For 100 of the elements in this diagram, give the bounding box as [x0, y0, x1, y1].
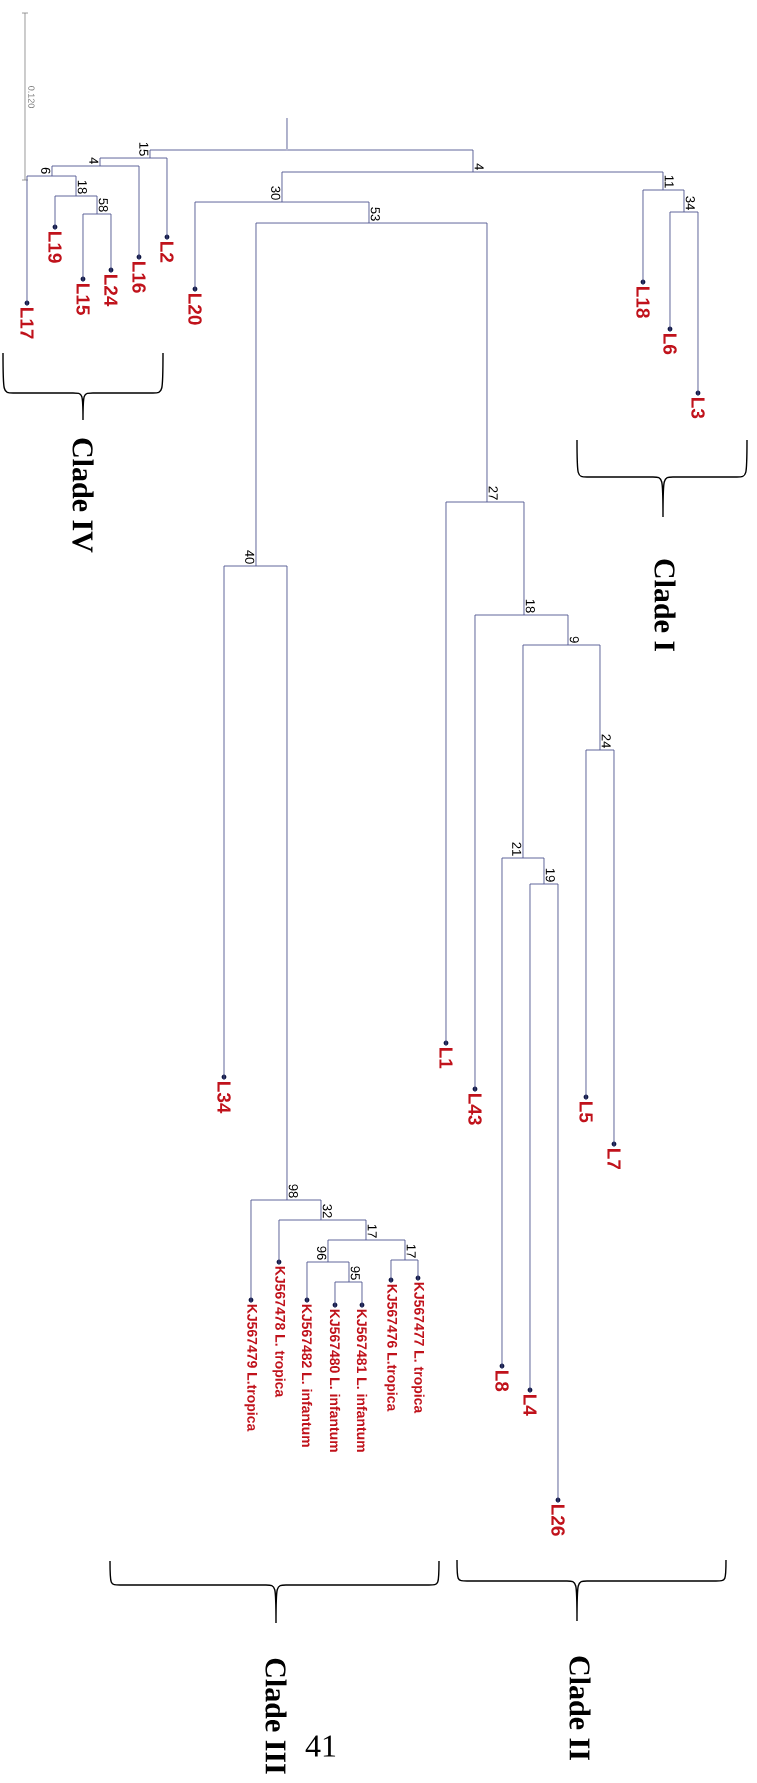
- taxon-label: KJ567478 L. tropica: [272, 1266, 286, 1398]
- branch: [96, 213, 112, 273]
- bootstrap-value: 6: [41, 167, 51, 174]
- branch: [327, 1261, 350, 1283]
- page-number: 41: [305, 1735, 336, 1757]
- bootstrap-value: 34: [685, 196, 695, 210]
- bootstrap-value: 11: [664, 175, 674, 188]
- clade-label: Clade II: [569, 1656, 591, 1760]
- bootstrap-value: 17: [367, 1224, 377, 1238]
- branch: [286, 1199, 322, 1221]
- branch: [281, 171, 474, 203]
- bootstrap-value: 4: [89, 157, 99, 164]
- branch: [599, 749, 615, 1147]
- branch: [642, 189, 664, 285]
- branch: [54, 195, 77, 230]
- branch: [368, 222, 488, 503]
- bootstrap-value: 4: [474, 163, 484, 170]
- bootstrap-value: 95: [350, 1266, 360, 1280]
- taxon-label: L8: [495, 1371, 509, 1392]
- branch: [223, 565, 257, 1080]
- branch: [51, 175, 77, 197]
- branch: [522, 644, 569, 859]
- taxon-label: L3: [691, 398, 705, 419]
- branch: [334, 1281, 350, 1308]
- taxon-label: KJ567481 L. infantum: [356, 1309, 368, 1452]
- branch: [404, 1259, 419, 1281]
- branch: [99, 165, 140, 260]
- taxon-label: KJ567476 L.tropica: [384, 1284, 398, 1412]
- branch: [51, 165, 101, 177]
- taxon-label: L24: [104, 275, 118, 307]
- taxon-label: KJ567480 L. infantum: [329, 1309, 341, 1452]
- bootstrap-value: 18: [77, 180, 87, 194]
- branch: [445, 501, 488, 1046]
- branch: [320, 1219, 367, 1241]
- taxon-label: L16: [132, 262, 146, 293]
- bootstrap-value: 15: [139, 142, 149, 156]
- bootstrap-value: 98: [288, 1184, 298, 1198]
- branch: [327, 1239, 367, 1263]
- branch: [523, 614, 569, 646]
- branch: [287, 149, 474, 173]
- bootstrap-value: 53: [370, 207, 380, 221]
- branch: [75, 195, 98, 215]
- branch: [255, 222, 370, 567]
- branch: [250, 1199, 288, 1303]
- branch: [99, 157, 151, 167]
- branch: [543, 883, 559, 1503]
- taxon-label: L5: [579, 1102, 593, 1123]
- clade-label: Clade IV: [72, 438, 94, 553]
- bootstrap-value: 58: [98, 198, 108, 212]
- taxon-label: L26: [551, 1505, 565, 1536]
- branch: [82, 213, 98, 282]
- bootstrap-value: 17: [406, 1244, 416, 1258]
- branch: [567, 644, 601, 751]
- taxon-label: KJ567482 L. infantum: [301, 1304, 313, 1447]
- branch: [522, 857, 545, 885]
- taxon-label: KJ567477 L. tropica: [411, 1282, 425, 1414]
- branch: [501, 857, 524, 1369]
- taxon-label: L17: [20, 308, 34, 339]
- bootstrap-value: 32: [322, 1204, 332, 1218]
- branch: [306, 1261, 329, 1303]
- branch: [529, 883, 545, 1393]
- bootstrap-value: 18: [525, 599, 535, 613]
- taxon-label: L2: [160, 242, 174, 263]
- taxon-label: L19: [48, 232, 62, 263]
- branch: [585, 749, 601, 1100]
- branch: [486, 501, 525, 616]
- taxon-label: L4: [523, 1395, 537, 1416]
- branch: [365, 1239, 406, 1261]
- taxon-label: L18: [636, 287, 650, 318]
- bootstrap-value: 27: [488, 486, 498, 500]
- branch: [662, 189, 685, 213]
- taxon-label: L1: [439, 1048, 453, 1069]
- branch: [278, 1219, 322, 1265]
- branch: [348, 1281, 363, 1308]
- branch: [281, 201, 370, 224]
- bootstrap-value: 24: [601, 734, 611, 748]
- taxon-label: L15: [76, 284, 90, 315]
- branch: [149, 149, 287, 159]
- branch: [26, 175, 53, 306]
- bootstrap-value: 30: [271, 186, 281, 200]
- branch: [255, 565, 288, 1201]
- taxon-label: L43: [468, 1094, 482, 1125]
- clade-label: Clade I: [654, 559, 676, 652]
- clade-label: Clade III: [265, 1658, 287, 1774]
- taxon-label: L6: [663, 334, 677, 355]
- branch: [390, 1259, 406, 1283]
- bootstrap-value: 21: [512, 842, 522, 856]
- branch: [669, 211, 685, 332]
- taxon-label: L20: [188, 294, 202, 325]
- branch: [149, 157, 168, 240]
- branch: [683, 211, 699, 396]
- taxon-label: KJ567479 L.tropica: [244, 1304, 258, 1432]
- bootstrap-value: 40: [245, 550, 255, 564]
- branch: [194, 201, 283, 292]
- branch: [474, 614, 525, 1092]
- taxon-label: L7: [607, 1149, 621, 1170]
- bootstrap-value: 9: [569, 636, 579, 643]
- branch: [472, 171, 664, 191]
- scale-label: 0.120: [28, 86, 35, 108]
- taxon-label: L34: [217, 1082, 231, 1114]
